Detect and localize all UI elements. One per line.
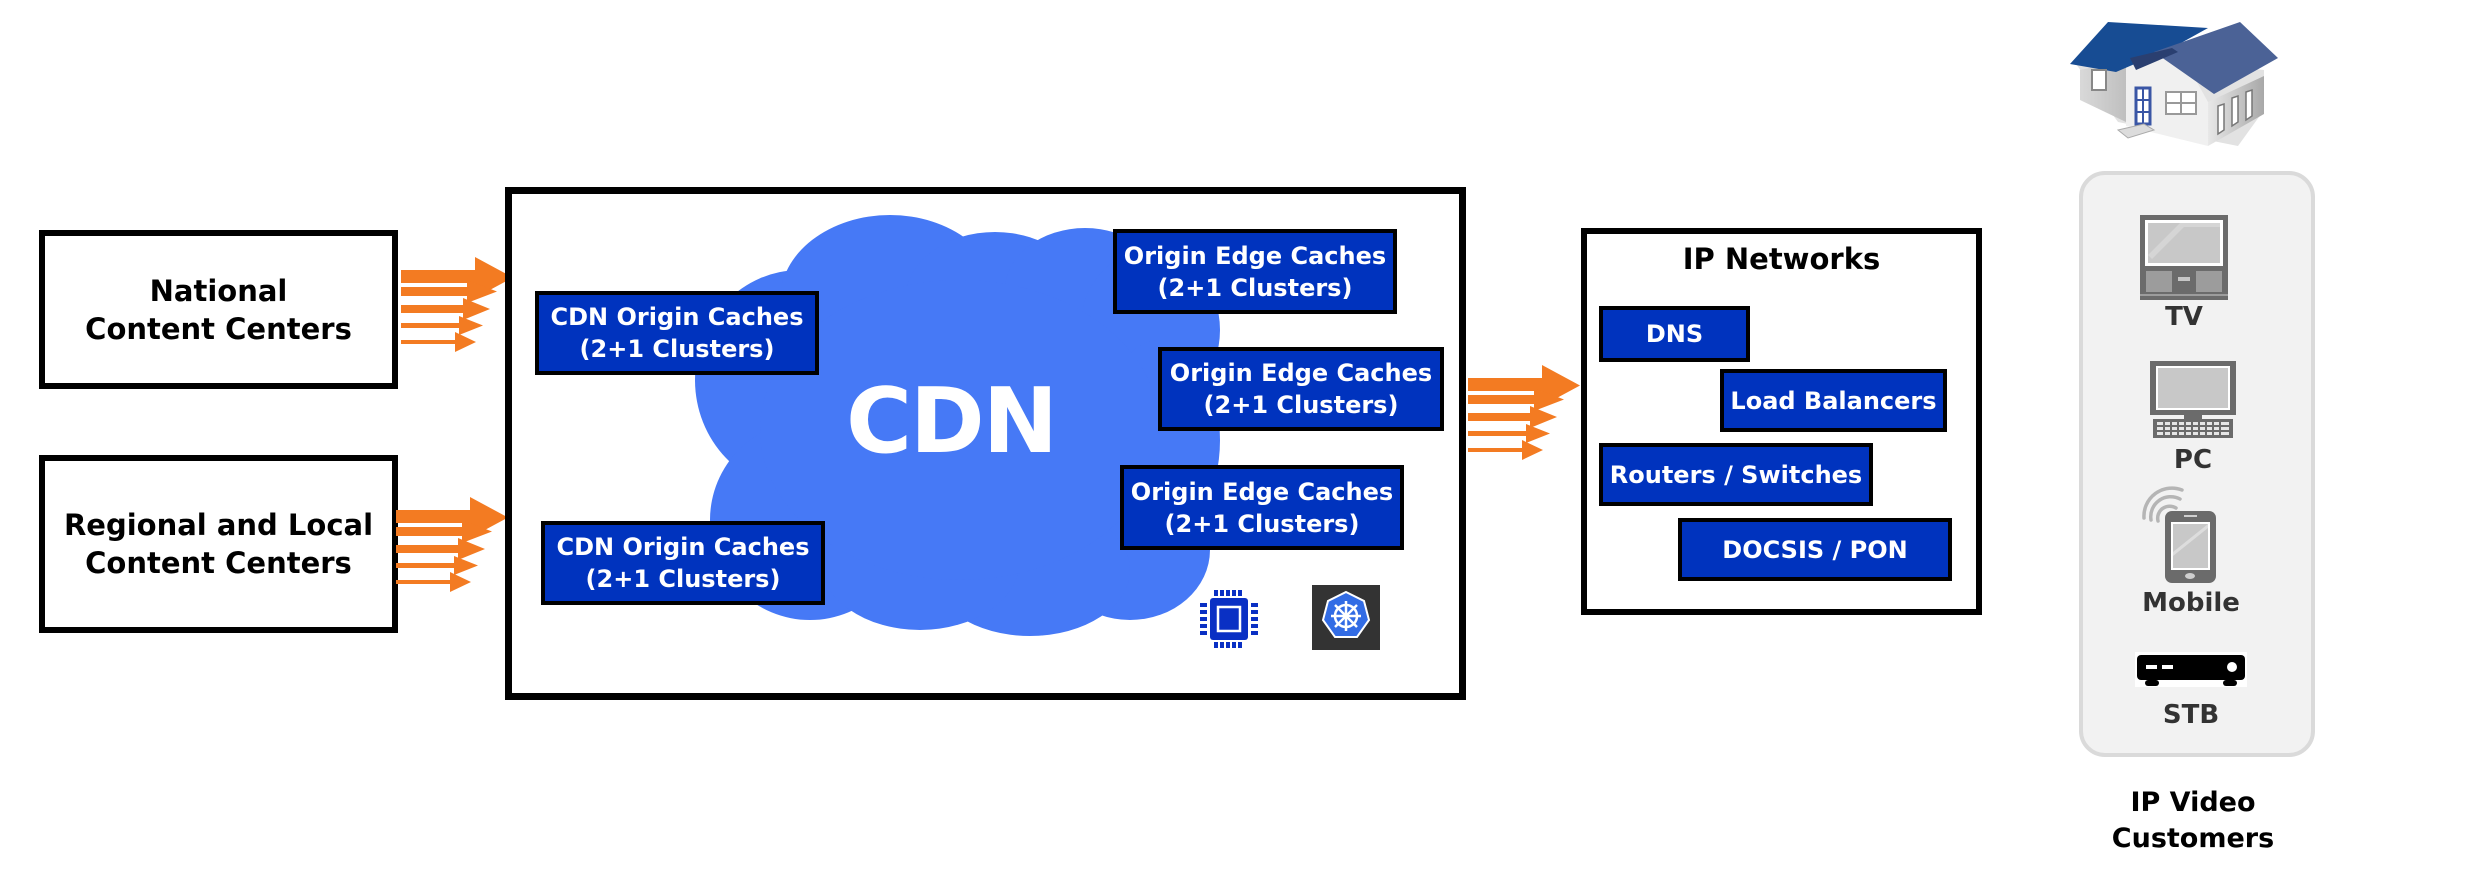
arrow-bundle-regional [396,497,508,592]
device-label-pc: PC [2173,445,2213,475]
cloud-shape [695,215,1220,636]
arrow-bundle-national [401,257,513,352]
arrow-5 [401,332,476,352]
national-content-centers-box: National Content Centers [39,230,398,389]
arrow-2 [396,520,492,543]
tv-icon [2140,215,2228,300]
customers-title-line2: Customers [2111,823,2275,854]
arrow-3 [396,538,485,560]
regional-local-content-centers-box: Regional and Local Content Centers [39,455,398,633]
arrow-2 [401,280,497,303]
cdn-origin-cache-2: CDN Origin Caches (2+1 Clusters) [541,521,825,605]
arrow-3 [401,298,490,320]
origin-edge-cache-3: Origin Edge Caches (2+1 Clusters) [1120,465,1404,550]
cdn-origin-cache-1: CDN Origin Caches (2+1 Clusters) [535,291,819,375]
arrow-4 [1468,424,1550,443]
customers-title-line1: IP Video [2130,787,2256,818]
cache-title: CDN Origin Caches [556,533,810,561]
cache-title: CDN Origin Caches [550,303,804,331]
cache-subtitle: (2+1 Clusters) [1157,273,1353,302]
cache-subtitle: (2+1 Clusters) [579,335,775,363]
dns-box: DNS [1599,306,1750,362]
docsis-pon-box: DOCSIS / PON [1678,518,1952,581]
regional-label-line1: Regional and Local [63,508,374,542]
arrow-3 [1468,406,1557,428]
arrow-4 [396,556,478,575]
mobile-phone-icon [2142,486,2216,583]
arrow-5 [396,572,471,592]
desktop-pc-icon [2150,361,2236,438]
load-balancers-box: Load Balancers [1720,369,1947,432]
cache-title: Origin Edge Caches [1123,241,1387,270]
device-label-tv: TV [2165,302,2203,332]
cache-title: Origin Edge Caches [1130,477,1394,506]
device-label-stb: STB [2162,700,2220,730]
set-top-box-icon [2135,652,2247,687]
arrow-5 [1468,440,1543,460]
arrow-bundle-cdn-to-ip [1468,365,1580,460]
cache-subtitle: (2+1 Clusters) [585,565,781,593]
kubernetes-icon [1312,585,1380,650]
origin-edge-cache-1: Origin Edge Caches (2+1 Clusters) [1113,229,1397,314]
cpu-chip-icon [1200,590,1258,648]
house-icon [2070,22,2278,146]
cache-title: Origin Edge Caches [1169,359,1433,387]
origin-edge-cache-2: Origin Edge Caches (2+1 Clusters) [1158,347,1444,431]
national-label-line1: National [149,273,288,308]
cdn-label: CDN [846,369,1058,474]
ip-video-customers-label: IP Video Customers [2063,785,2323,857]
ip-networks-title: IP Networks [1682,242,1881,276]
cache-subtitle: (2+1 Clusters) [1164,509,1360,538]
regional-label-line2: Content Centers [85,546,352,580]
national-label-line2: Content Centers [85,311,352,346]
device-label-mobile: Mobile [2142,588,2240,618]
arrow-4 [401,316,483,335]
arrow-2 [1468,388,1564,411]
routers-switches-box: Routers / Switches [1599,443,1873,506]
cache-subtitle: (2+1 Clusters) [1203,391,1399,419]
